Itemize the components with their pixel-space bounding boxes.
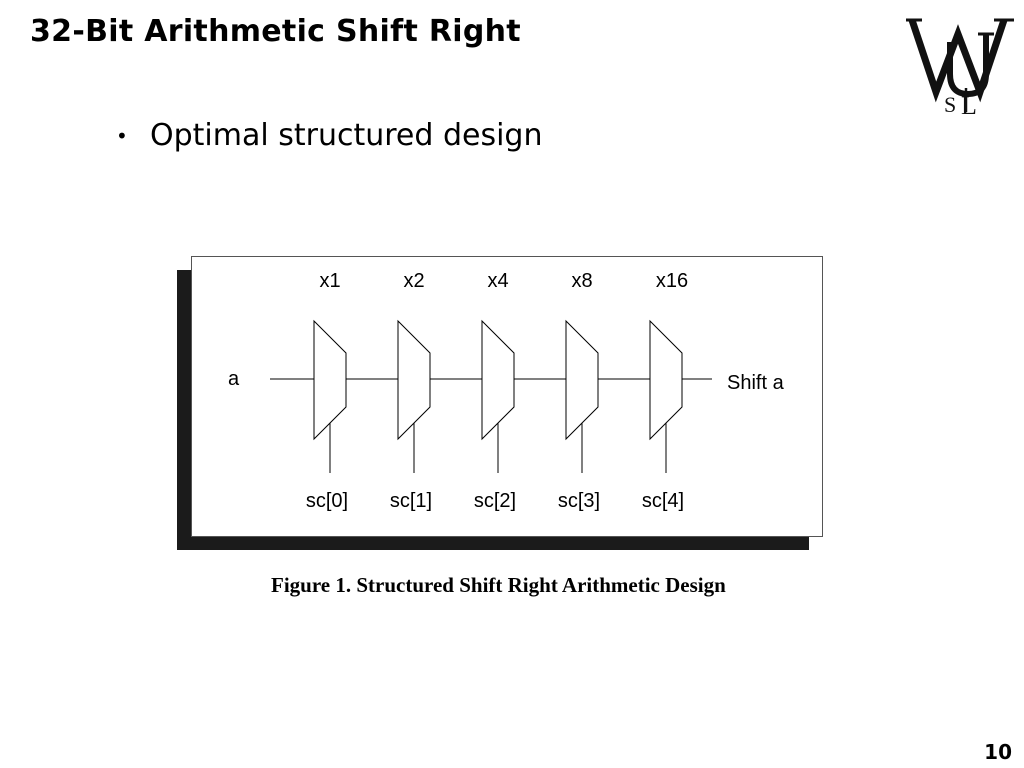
control-label-sc4: sc[4] <box>642 490 684 512</box>
control-label-sc3: sc[3] <box>558 490 600 512</box>
page-number: 10 <box>984 740 1012 764</box>
shift-label-x4: x4 <box>487 270 508 292</box>
slide-title: 32-Bit Arithmetic Shift Right <box>30 14 521 49</box>
control-label-sc0: sc[0] <box>306 490 348 512</box>
shift-label-x1: x1 <box>319 270 340 292</box>
bullet-item: • Optimal structured design <box>116 118 542 153</box>
mux-3 <box>565 319 599 441</box>
mux-1 <box>397 319 431 441</box>
shift-diagram: a Shift a x1 x2 x4 x8 x16 sc[0] sc[1] sc… <box>191 256 823 537</box>
bullet-marker: • <box>116 123 128 148</box>
svg-text:S: S <box>944 92 956 116</box>
shift-label-x8: x8 <box>571 270 592 292</box>
control-label-sc2: sc[2] <box>474 490 516 512</box>
shift-label-x16: x16 <box>656 270 688 292</box>
input-label: a <box>228 368 240 390</box>
mux-0 <box>313 319 347 441</box>
shift-label-x2: x2 <box>403 270 424 292</box>
output-label: Shift a <box>727 372 785 394</box>
svg-text:L: L <box>961 91 977 116</box>
mux-2 <box>481 319 515 441</box>
mux-4 <box>649 319 683 441</box>
university-logo: S L <box>906 18 1014 116</box>
bullet-text: Optimal structured design <box>150 118 543 153</box>
figure-caption: Figure 1. Structured Shift Right Arithme… <box>271 573 726 597</box>
control-label-sc1: sc[1] <box>390 490 432 512</box>
